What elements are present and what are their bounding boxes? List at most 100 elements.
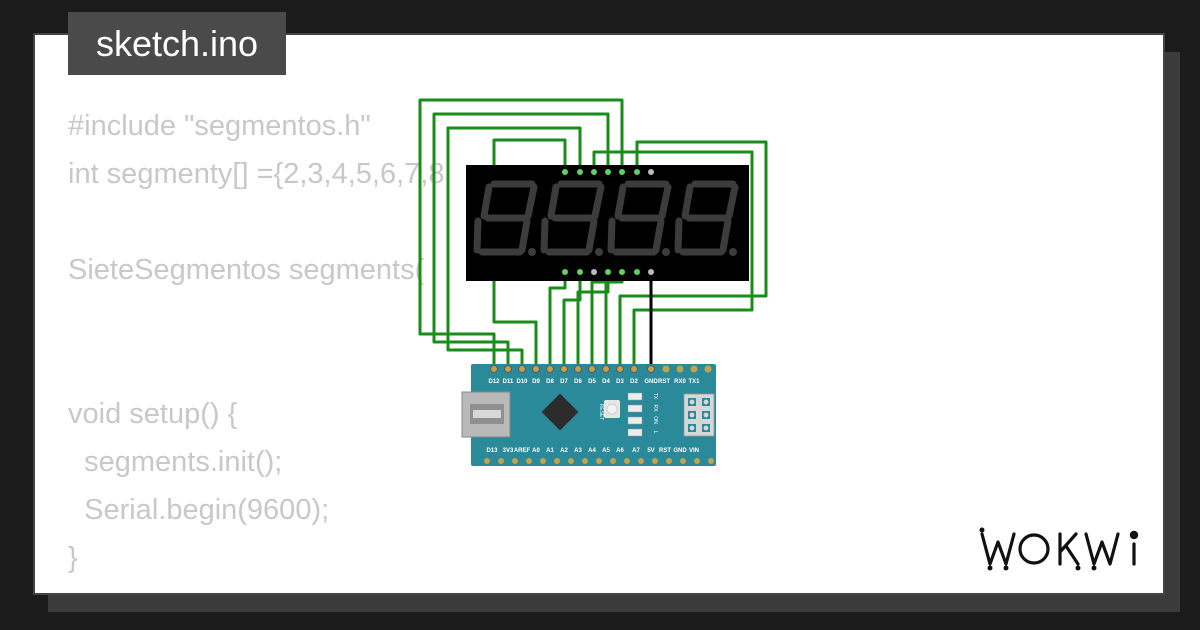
pin-label: A5 xyxy=(602,448,610,454)
board-pin xyxy=(546,365,554,373)
pin-label: RX0 xyxy=(674,379,686,385)
pin-label: A2 xyxy=(560,448,568,454)
pin-label: A3 xyxy=(574,448,582,454)
status-led xyxy=(627,404,643,413)
board-pin xyxy=(680,458,686,464)
display-segment xyxy=(652,217,665,254)
board-pin xyxy=(704,365,712,373)
display-dot xyxy=(662,248,670,256)
usb-port-inner xyxy=(473,410,501,418)
file-tab[interactable]: sketch.ino xyxy=(68,12,286,75)
code-editor[interactable]: #include "segmentos.h" int segmenty[] ={2… xyxy=(68,102,444,582)
pin-label: AREF xyxy=(514,448,531,454)
pin-label: A4 xyxy=(588,448,596,454)
board-pin xyxy=(652,458,658,464)
board-pin xyxy=(574,365,582,373)
pin-label: RST xyxy=(658,379,670,385)
pin-label: 5V xyxy=(647,448,654,454)
signal-wire xyxy=(592,150,754,368)
pin-label: GND xyxy=(644,379,658,385)
icsp-pin-hole xyxy=(703,399,709,405)
preview-card xyxy=(33,33,1165,595)
signal-wire xyxy=(604,280,622,368)
display-pin xyxy=(648,169,654,175)
board-pin xyxy=(602,365,610,373)
display-segment xyxy=(591,183,605,220)
display-dot xyxy=(595,248,603,256)
reset-label: RESET xyxy=(598,404,604,421)
board-pin xyxy=(647,365,655,373)
code-line: int segmenty[] ={2,3,4,5,6,7,8 xyxy=(68,158,445,190)
board-pin xyxy=(694,458,700,464)
board-body xyxy=(471,364,716,466)
board-pin xyxy=(526,458,532,464)
display-pin xyxy=(634,169,640,175)
board-pin xyxy=(518,365,526,373)
pin-label: D13 xyxy=(486,448,498,454)
board-pin xyxy=(638,458,644,464)
board-pin xyxy=(582,458,588,464)
code-line: Serial.begin(9600); xyxy=(68,494,330,526)
board-pin xyxy=(662,365,670,373)
board-pin xyxy=(630,365,638,373)
status-led xyxy=(627,428,643,437)
wokwi-logo-icon xyxy=(979,527,1139,571)
display-segment xyxy=(719,217,732,254)
display-segment xyxy=(607,217,616,254)
led-label: RX xyxy=(652,405,658,413)
pin-label: D4 xyxy=(602,379,610,385)
icsp-pin-hole xyxy=(703,425,709,431)
code-line: segments.init(); xyxy=(68,446,283,478)
board-pin xyxy=(666,458,672,464)
icsp-pin-hole xyxy=(689,425,695,431)
display-segment xyxy=(524,183,538,220)
code-line: SieteSegmentos segments( xyxy=(68,254,425,286)
code-line: #include "segmentos.h" xyxy=(68,110,371,142)
display-segment xyxy=(674,217,683,254)
board-pin xyxy=(540,458,546,464)
code-line: } xyxy=(68,542,78,574)
display-pin xyxy=(591,169,597,175)
pin-label: D2 xyxy=(630,379,638,385)
led-label: ON xyxy=(652,416,658,424)
icsp-pin-hole xyxy=(689,399,695,405)
board-pin xyxy=(490,365,498,373)
pin-label: D10 xyxy=(516,379,528,385)
board-pin xyxy=(532,365,540,373)
pin-label: D8 xyxy=(546,379,554,385)
icsp-pin-hole xyxy=(689,412,695,418)
display-pin xyxy=(577,169,583,175)
signal-wire xyxy=(562,272,582,368)
display-segment xyxy=(480,183,493,220)
display-pin xyxy=(562,269,568,275)
board-pin xyxy=(676,365,684,373)
board-pin xyxy=(708,458,714,464)
board-pin xyxy=(512,458,518,464)
board-pin xyxy=(560,365,568,373)
pin-label: A7 xyxy=(632,448,640,454)
pin-label: D11 xyxy=(503,379,514,385)
pin-label: D9 xyxy=(532,379,540,385)
board-pin xyxy=(484,458,490,464)
board-pin xyxy=(554,458,560,464)
display-segment xyxy=(614,183,627,220)
reset-button-cap xyxy=(606,403,618,415)
board-pin xyxy=(504,365,512,373)
pin-label: A0 xyxy=(532,448,540,454)
pin-label: D3 xyxy=(616,379,624,385)
pin-label: RST xyxy=(659,448,671,454)
board-pin xyxy=(624,458,630,464)
signal-wire xyxy=(446,126,582,368)
pin-label: GND xyxy=(673,448,687,454)
board-pin xyxy=(568,458,574,464)
code-line: void setup() { xyxy=(68,398,238,430)
icsp-pin-hole xyxy=(703,412,709,418)
status-led xyxy=(627,392,643,401)
pin-label: D7 xyxy=(560,379,568,385)
display-segment xyxy=(585,217,598,254)
pin-label: A1 xyxy=(546,448,554,454)
led-label: L xyxy=(652,431,658,434)
board-pin xyxy=(690,365,698,373)
